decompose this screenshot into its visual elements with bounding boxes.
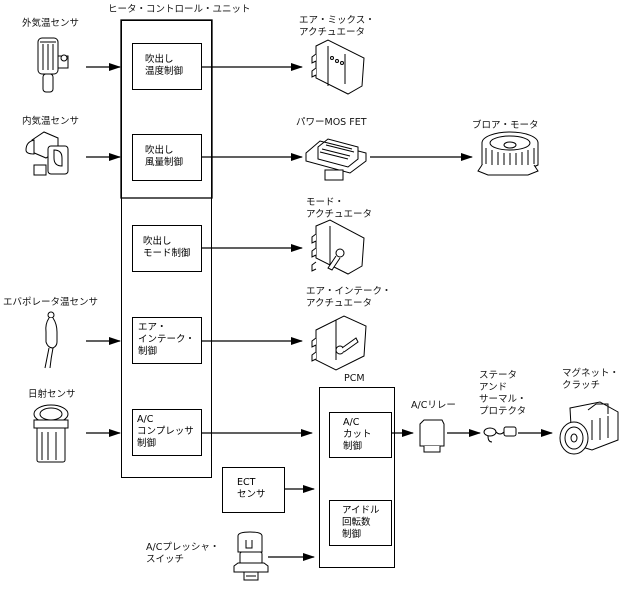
- mode-actuator-label: モード・ アクチュエータ: [306, 197, 373, 220]
- ac-relay-icon: [419, 419, 445, 453]
- heater-control-unit-title: ヒータ・コントロール・ユニット: [108, 4, 251, 15]
- outside-temp-sensor-icon: [37, 37, 69, 93]
- hcu-block-air-intake-control: エア・ インテーク・ 制御: [132, 317, 202, 364]
- power-mos-fet-label: パワーMOS FET: [296, 117, 367, 128]
- evaporator-temp-sensor-icon: [44, 311, 58, 369]
- pcm-block-ac-cut-control: A/C カット 制御: [329, 412, 392, 458]
- thermal-protector-icon: [483, 426, 517, 443]
- pcm-box: A/C カット 制御 アイドル 回転数 制御: [319, 387, 395, 568]
- hcu-block-label: A/C コンプレッサ 制御: [137, 414, 194, 449]
- blower-motor-label: ブロア・モータ: [472, 120, 539, 131]
- pcm-title: PCM: [344, 373, 365, 384]
- outside-temp-sensor-label: 外気温センサ: [22, 18, 80, 29]
- heater-control-unit-panel: [121, 20, 212, 478]
- air-intake-actuator-label: エア・インテーク・ アクチュエータ: [306, 286, 392, 309]
- pcm-block-label: アイドル 回転数 制御: [342, 505, 380, 540]
- magnet-clutch-icon: [559, 401, 619, 455]
- thermal-protector-label: ステータ アンド サーマル・ プロテクタ: [479, 370, 527, 417]
- evaporator-temp-sensor-label: エバポレータ温センサ: [3, 297, 99, 308]
- mode-actuator-icon: [311, 219, 365, 275]
- ac-relay-label: A/Cリレー: [411, 400, 456, 411]
- ac-pressure-switch-label: A/Cプレッシャ・ スイッチ: [146, 542, 220, 565]
- solar-sensor-label: 日射センサ: [28, 389, 76, 400]
- ect-sensor-box: ECT センサ: [222, 467, 285, 513]
- magnet-clutch-label: マグネット・ クラッチ: [562, 368, 620, 391]
- ect-sensor-label: ECT センサ: [237, 477, 266, 500]
- blower-motor-icon: [477, 131, 539, 176]
- pcm-block-idle-speed-control: アイドル 回転数 制御: [329, 500, 392, 546]
- cabin-temp-sensor-icon: [25, 131, 69, 176]
- air-mix-actuator-label: エア・ミックス・ アクチュエータ: [299, 15, 375, 38]
- hcu-block-label: エア・ インテーク・ 制御: [138, 322, 195, 357]
- hcu-block-label: 吹出し 温度制御: [145, 54, 184, 77]
- ac-pressure-switch-icon: [233, 531, 269, 581]
- power-mos-fet-icon: [305, 138, 367, 181]
- cabin-temp-sensor-label: 内気温センサ: [22, 116, 80, 127]
- hcu-block-mode-control: 吹出し モード制御: [132, 225, 202, 272]
- solar-sensor-icon: [33, 404, 69, 463]
- hcu-block-temperature-control: 吹出し 温度制御: [132, 43, 202, 90]
- hcu-block-label: 吹出し 風量制御: [145, 145, 184, 168]
- air-intake-actuator-icon: [311, 315, 367, 371]
- hcu-block-label: 吹出し モード制御: [143, 236, 191, 259]
- hcu-block-airflow-control: 吹出し 風量制御: [132, 134, 202, 181]
- pcm-block-label: A/C カット 制御: [343, 417, 372, 452]
- air-mix-actuator-icon: [311, 39, 365, 95]
- hcu-block-ac-compressor-control: A/C コンプレッサ 制御: [132, 409, 202, 456]
